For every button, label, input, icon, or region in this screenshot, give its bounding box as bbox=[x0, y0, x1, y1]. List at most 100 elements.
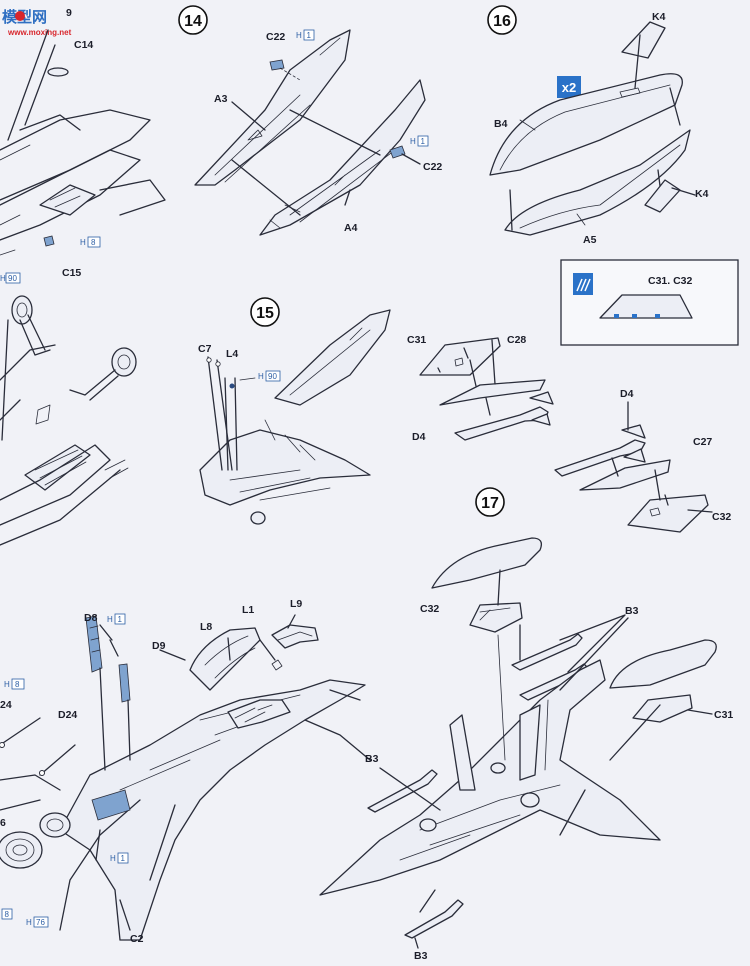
c31-pylon-b bbox=[632, 694, 693, 723]
label-c32-a: C32 bbox=[712, 511, 731, 523]
svg-text:90: 90 bbox=[8, 274, 17, 283]
step-15: 15 bbox=[199, 297, 391, 525]
h-callouts: H 1 H 1 H 8 H 90 H 90 H 1 bbox=[0, 29, 429, 928]
label-c7: C7 bbox=[198, 343, 212, 355]
svg-text:8: 8 bbox=[5, 910, 10, 919]
svg-text:90: 90 bbox=[268, 372, 277, 381]
label-c27: C27 bbox=[693, 436, 712, 448]
step-15-number: 15 bbox=[256, 305, 274, 322]
label-c15: C15 bbox=[62, 267, 81, 279]
svg-text:8: 8 bbox=[91, 238, 96, 247]
step-17-number: 17 bbox=[481, 495, 499, 512]
left-cockpit-tub bbox=[0, 444, 129, 546]
label-6: 6 bbox=[0, 817, 6, 829]
label-24: 24 bbox=[0, 699, 12, 711]
svg-text:H: H bbox=[26, 918, 32, 927]
svg-text:8: 8 bbox=[15, 680, 20, 689]
h-callout-rod: H 8 bbox=[4, 678, 25, 690]
label-c31-b: C31 bbox=[714, 709, 733, 721]
watermark-logo: 模型网 www.moxing.net bbox=[2, 8, 72, 37]
c31-pylon bbox=[419, 337, 501, 376]
label-l1: L1 bbox=[242, 604, 254, 616]
multiplier-badge bbox=[557, 76, 581, 98]
multiplier-label: x2 bbox=[562, 80, 576, 95]
svg-text:1: 1 bbox=[307, 31, 312, 40]
h-callout-c22-a: H 1 bbox=[296, 29, 315, 41]
d9-panel bbox=[118, 663, 131, 703]
svg-text:H: H bbox=[4, 680, 10, 689]
left-landing-gear bbox=[0, 295, 137, 441]
h-callout-exhaust: H 76 bbox=[26, 916, 49, 928]
label-b3-c: B3 bbox=[414, 950, 428, 962]
b3-missile-1 bbox=[511, 633, 583, 671]
label-a3: A3 bbox=[214, 93, 228, 105]
drop-tank-right bbox=[609, 639, 717, 689]
svg-text:H: H bbox=[296, 31, 302, 40]
watermark-dot bbox=[15, 11, 25, 21]
drop-tank-left bbox=[431, 537, 543, 589]
aircraft-rear-15 bbox=[199, 429, 371, 506]
step-16: 16 x2 bbox=[487, 5, 739, 346]
label-c31-a: C31 bbox=[407, 334, 426, 346]
c28-launcher bbox=[439, 379, 546, 406]
left-fuselage-assembly bbox=[0, 29, 166, 256]
label-d4-b: D4 bbox=[620, 388, 634, 400]
tail-fin-15 bbox=[274, 309, 391, 406]
b3-missile-4 bbox=[404, 899, 464, 939]
h-callout-d8: H 1 bbox=[107, 613, 126, 625]
label-c14: C14 bbox=[74, 39, 93, 51]
a3-fin bbox=[194, 29, 351, 186]
c22-part-b bbox=[389, 145, 406, 159]
k4-upper-fin bbox=[621, 21, 666, 59]
inset-icon bbox=[573, 273, 593, 295]
svg-text:H: H bbox=[0, 274, 6, 283]
c27-launcher bbox=[579, 459, 671, 491]
l8-canopy bbox=[189, 627, 261, 691]
svg-text:76: 76 bbox=[36, 918, 45, 927]
label-d4-a: D4 bbox=[412, 431, 426, 443]
step-14: 14 bbox=[178, 5, 426, 236]
b4-tank-half bbox=[489, 73, 683, 176]
label-l4: L4 bbox=[226, 348, 238, 360]
pylon-missile-group-b bbox=[554, 401, 713, 533]
b3-missile-3 bbox=[367, 769, 438, 813]
label-c28: C28 bbox=[507, 334, 526, 346]
h-callout-l4: H 90 bbox=[258, 370, 281, 382]
label-9: 9 bbox=[66, 7, 72, 19]
svg-text:H: H bbox=[258, 372, 264, 381]
label-c31-c32-inset: C31. C32 bbox=[648, 275, 693, 287]
d8-panel bbox=[85, 615, 103, 673]
a5-tank-half bbox=[504, 129, 691, 236]
pylon-inset-part bbox=[599, 294, 693, 319]
step-16-number: 16 bbox=[493, 13, 511, 30]
label-k4-lower: K4 bbox=[695, 188, 709, 200]
label-c32-b: C32 bbox=[420, 603, 439, 615]
label-c22-b: C22 bbox=[423, 161, 442, 173]
label-a4: A4 bbox=[344, 222, 358, 234]
label-d9: D9 bbox=[152, 640, 166, 652]
h-callout-edge: 8 bbox=[1, 908, 13, 920]
label-a5: A5 bbox=[583, 234, 597, 246]
label-d24: D24 bbox=[58, 709, 77, 721]
svg-text:1: 1 bbox=[118, 615, 123, 624]
svg-text:1: 1 bbox=[121, 854, 126, 863]
intake-panel-h1 bbox=[91, 789, 131, 821]
lower-aircraft-assembly bbox=[0, 614, 371, 941]
a4-fin bbox=[259, 79, 426, 236]
exhaust-nozzle-a bbox=[0, 831, 43, 869]
svg-text:H: H bbox=[410, 137, 416, 146]
part-labels: 9 C14 C15 C22 A3 A4 C22 K4 B4 A5 K4 C31.… bbox=[0, 7, 733, 962]
svg-text:H: H bbox=[107, 615, 113, 624]
exhaust-nozzle-b bbox=[39, 812, 71, 838]
h-callout-intake: H 1 bbox=[110, 852, 129, 864]
c32-pylon-a bbox=[627, 494, 709, 533]
c22-part-a bbox=[269, 59, 285, 71]
label-b3-a: B3 bbox=[625, 605, 639, 617]
main-fuselage bbox=[59, 679, 366, 941]
label-c2: C2 bbox=[130, 933, 144, 945]
label-d8: D8 bbox=[84, 612, 98, 624]
pylon-missile-group-a bbox=[419, 337, 554, 441]
c32-pylon-b bbox=[469, 602, 523, 633]
label-b4: B4 bbox=[494, 118, 508, 130]
